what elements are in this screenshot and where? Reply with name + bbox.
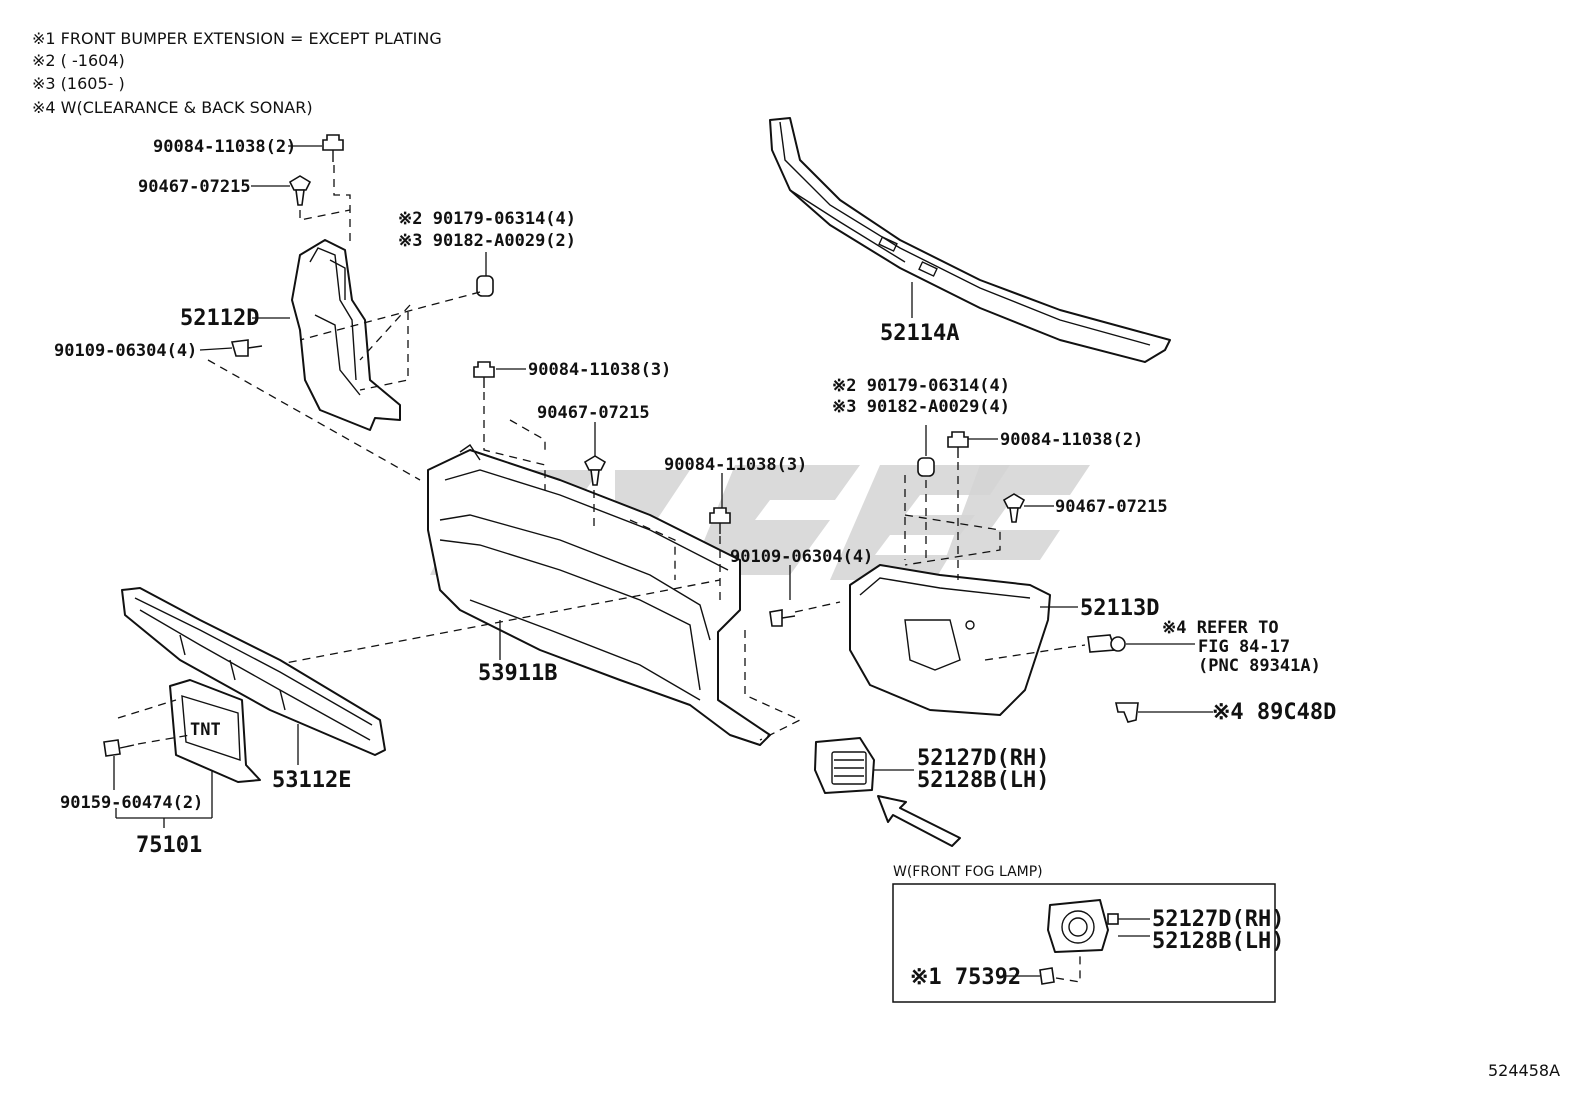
- label-90467-07215-center: 90467-07215: [537, 403, 650, 423]
- part-53112E-grille: [121, 587, 386, 756]
- notes-block: ※1 FRONT BUMPER EXTENSION = EXCEPT PLATI…: [32, 29, 442, 117]
- part-52114A-reinforcement: [769, 117, 1171, 363]
- bolt-90109-center: [769, 609, 796, 627]
- fastener-90084-left: [322, 134, 344, 162]
- part-52127D-fog-cover: [814, 737, 875, 794]
- label-90182-a0029-right: ※3 90182-A0029(4): [832, 397, 1010, 417]
- label-refer-1: ※4 REFER TO: [1162, 618, 1279, 638]
- label-53911B: 53911B: [478, 661, 557, 686]
- note-1: ※1 FRONT BUMPER EXTENSION = EXCEPT PLATI…: [32, 29, 442, 48]
- clip-75392: [1039, 967, 1055, 985]
- part-53911B-bumper: [427, 444, 771, 746]
- label-90084-11038-center2: 90084-11038(3): [664, 455, 807, 475]
- note-2: ※2 ( -1604): [32, 51, 125, 70]
- sonar-sensor: [1087, 634, 1126, 653]
- nut-90179-left: [476, 275, 494, 297]
- bolt-90159: [103, 739, 135, 757]
- label-53112E: 53112E: [272, 768, 351, 793]
- label-90467-07215-left: 90467-07215: [138, 177, 251, 197]
- label-90109-06304-left: 90109-06304(4): [54, 341, 197, 361]
- label-90467-07215-right: 90467-07215: [1055, 497, 1168, 517]
- label-52127D-rh-box: 52127D(RH): [1152, 907, 1284, 932]
- label-75392: ※1 75392: [910, 965, 1021, 990]
- label-75101: 75101: [136, 833, 202, 858]
- bracket-89C48D: [1115, 702, 1139, 723]
- clip-90467-right: [1002, 493, 1026, 523]
- label-90179-06314-left: ※2 90179-06314(4): [398, 209, 576, 229]
- part-75101-license-bracket: TNT: [169, 679, 261, 783]
- label-90159-60474: 90159-60474(2): [60, 793, 203, 813]
- fog-box-title: W(FRONT FOG LAMP): [893, 864, 1043, 880]
- plate-mark: TNT: [190, 720, 221, 740]
- arrow-to-fog: [877, 795, 961, 847]
- fastener-90084-center: [473, 361, 495, 388]
- label-refer-2: FIG 84-17: [1198, 637, 1290, 657]
- label-90109-06304-center: 90109-06304(4): [730, 547, 873, 567]
- label-52128B-lh-box: 52128B(LH): [1152, 929, 1284, 954]
- fog-lamp-cover: [1047, 899, 1119, 953]
- label-89C48D: ※4 89C48D: [1212, 700, 1336, 725]
- label-52128B-lh: 52128B(LH): [917, 768, 1049, 793]
- labels: 90084-11038(2) 90467-07215 ※2 90179-0631…: [54, 137, 1560, 1080]
- label-52127D-rh: 52127D(RH): [917, 746, 1049, 771]
- label-90179-06314-right: ※2 90179-06314(4): [832, 376, 1010, 396]
- clip-90467-center: [583, 455, 607, 486]
- bolt-90109-left: [230, 339, 263, 357]
- clip-90467-left: [288, 175, 312, 206]
- part-52113D-end-cap: [849, 564, 1051, 716]
- label-90084-11038-right: 90084-11038(2): [1000, 430, 1143, 450]
- label-52114A: 52114A: [880, 321, 959, 346]
- diagram-id: 524458A: [1488, 1061, 1560, 1080]
- note-3: ※3 (1605- ): [32, 74, 125, 93]
- fastener-90084-right: [947, 431, 969, 458]
- fog-lamp-box: W(FRONT FOG LAMP): [892, 864, 1276, 1003]
- nut-90179-right: [917, 457, 935, 477]
- fastener-90084-center2: [709, 507, 731, 534]
- label-90084-11038-center: 90084-11038(3): [528, 360, 671, 380]
- label-90182-a0029-left: ※3 90182-A0029(2): [398, 231, 576, 251]
- label-refer-3: (PNC 89341A): [1198, 656, 1321, 676]
- note-4: ※4 W(CLEARANCE & BACK SONAR): [32, 98, 313, 117]
- part-52112D-bracket: [291, 239, 401, 431]
- label-90084-11038-left: 90084-11038(2): [153, 137, 296, 157]
- label-52112D: 52112D: [180, 306, 259, 331]
- label-52113D: 52113D: [1080, 596, 1159, 621]
